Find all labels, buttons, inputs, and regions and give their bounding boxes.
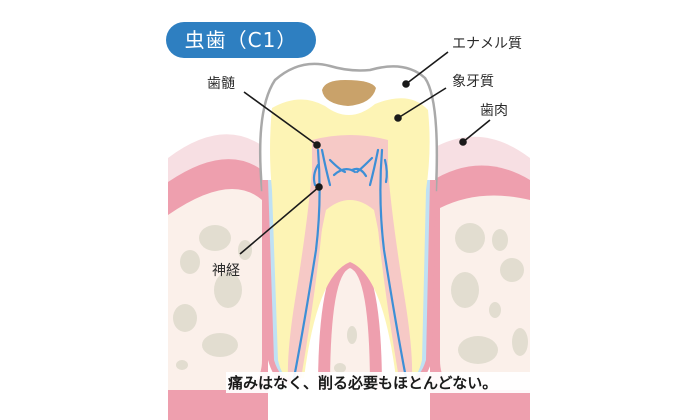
cavity (322, 80, 376, 106)
label-gum: 歯肉 (480, 103, 508, 119)
label-pulp: 歯髄 (207, 76, 235, 92)
nerve-lines (292, 148, 408, 380)
caption: 痛みはなく、削る必要もほとんどない。 (226, 372, 550, 393)
stage-badge: 虫歯（C1） (166, 22, 316, 58)
label-enamel: エナメル質 (452, 36, 522, 52)
label-dentin: 象牙質 (452, 74, 494, 90)
label-nerve: 神経 (212, 263, 240, 279)
gum-left (168, 134, 268, 420)
gum-right (430, 136, 530, 420)
